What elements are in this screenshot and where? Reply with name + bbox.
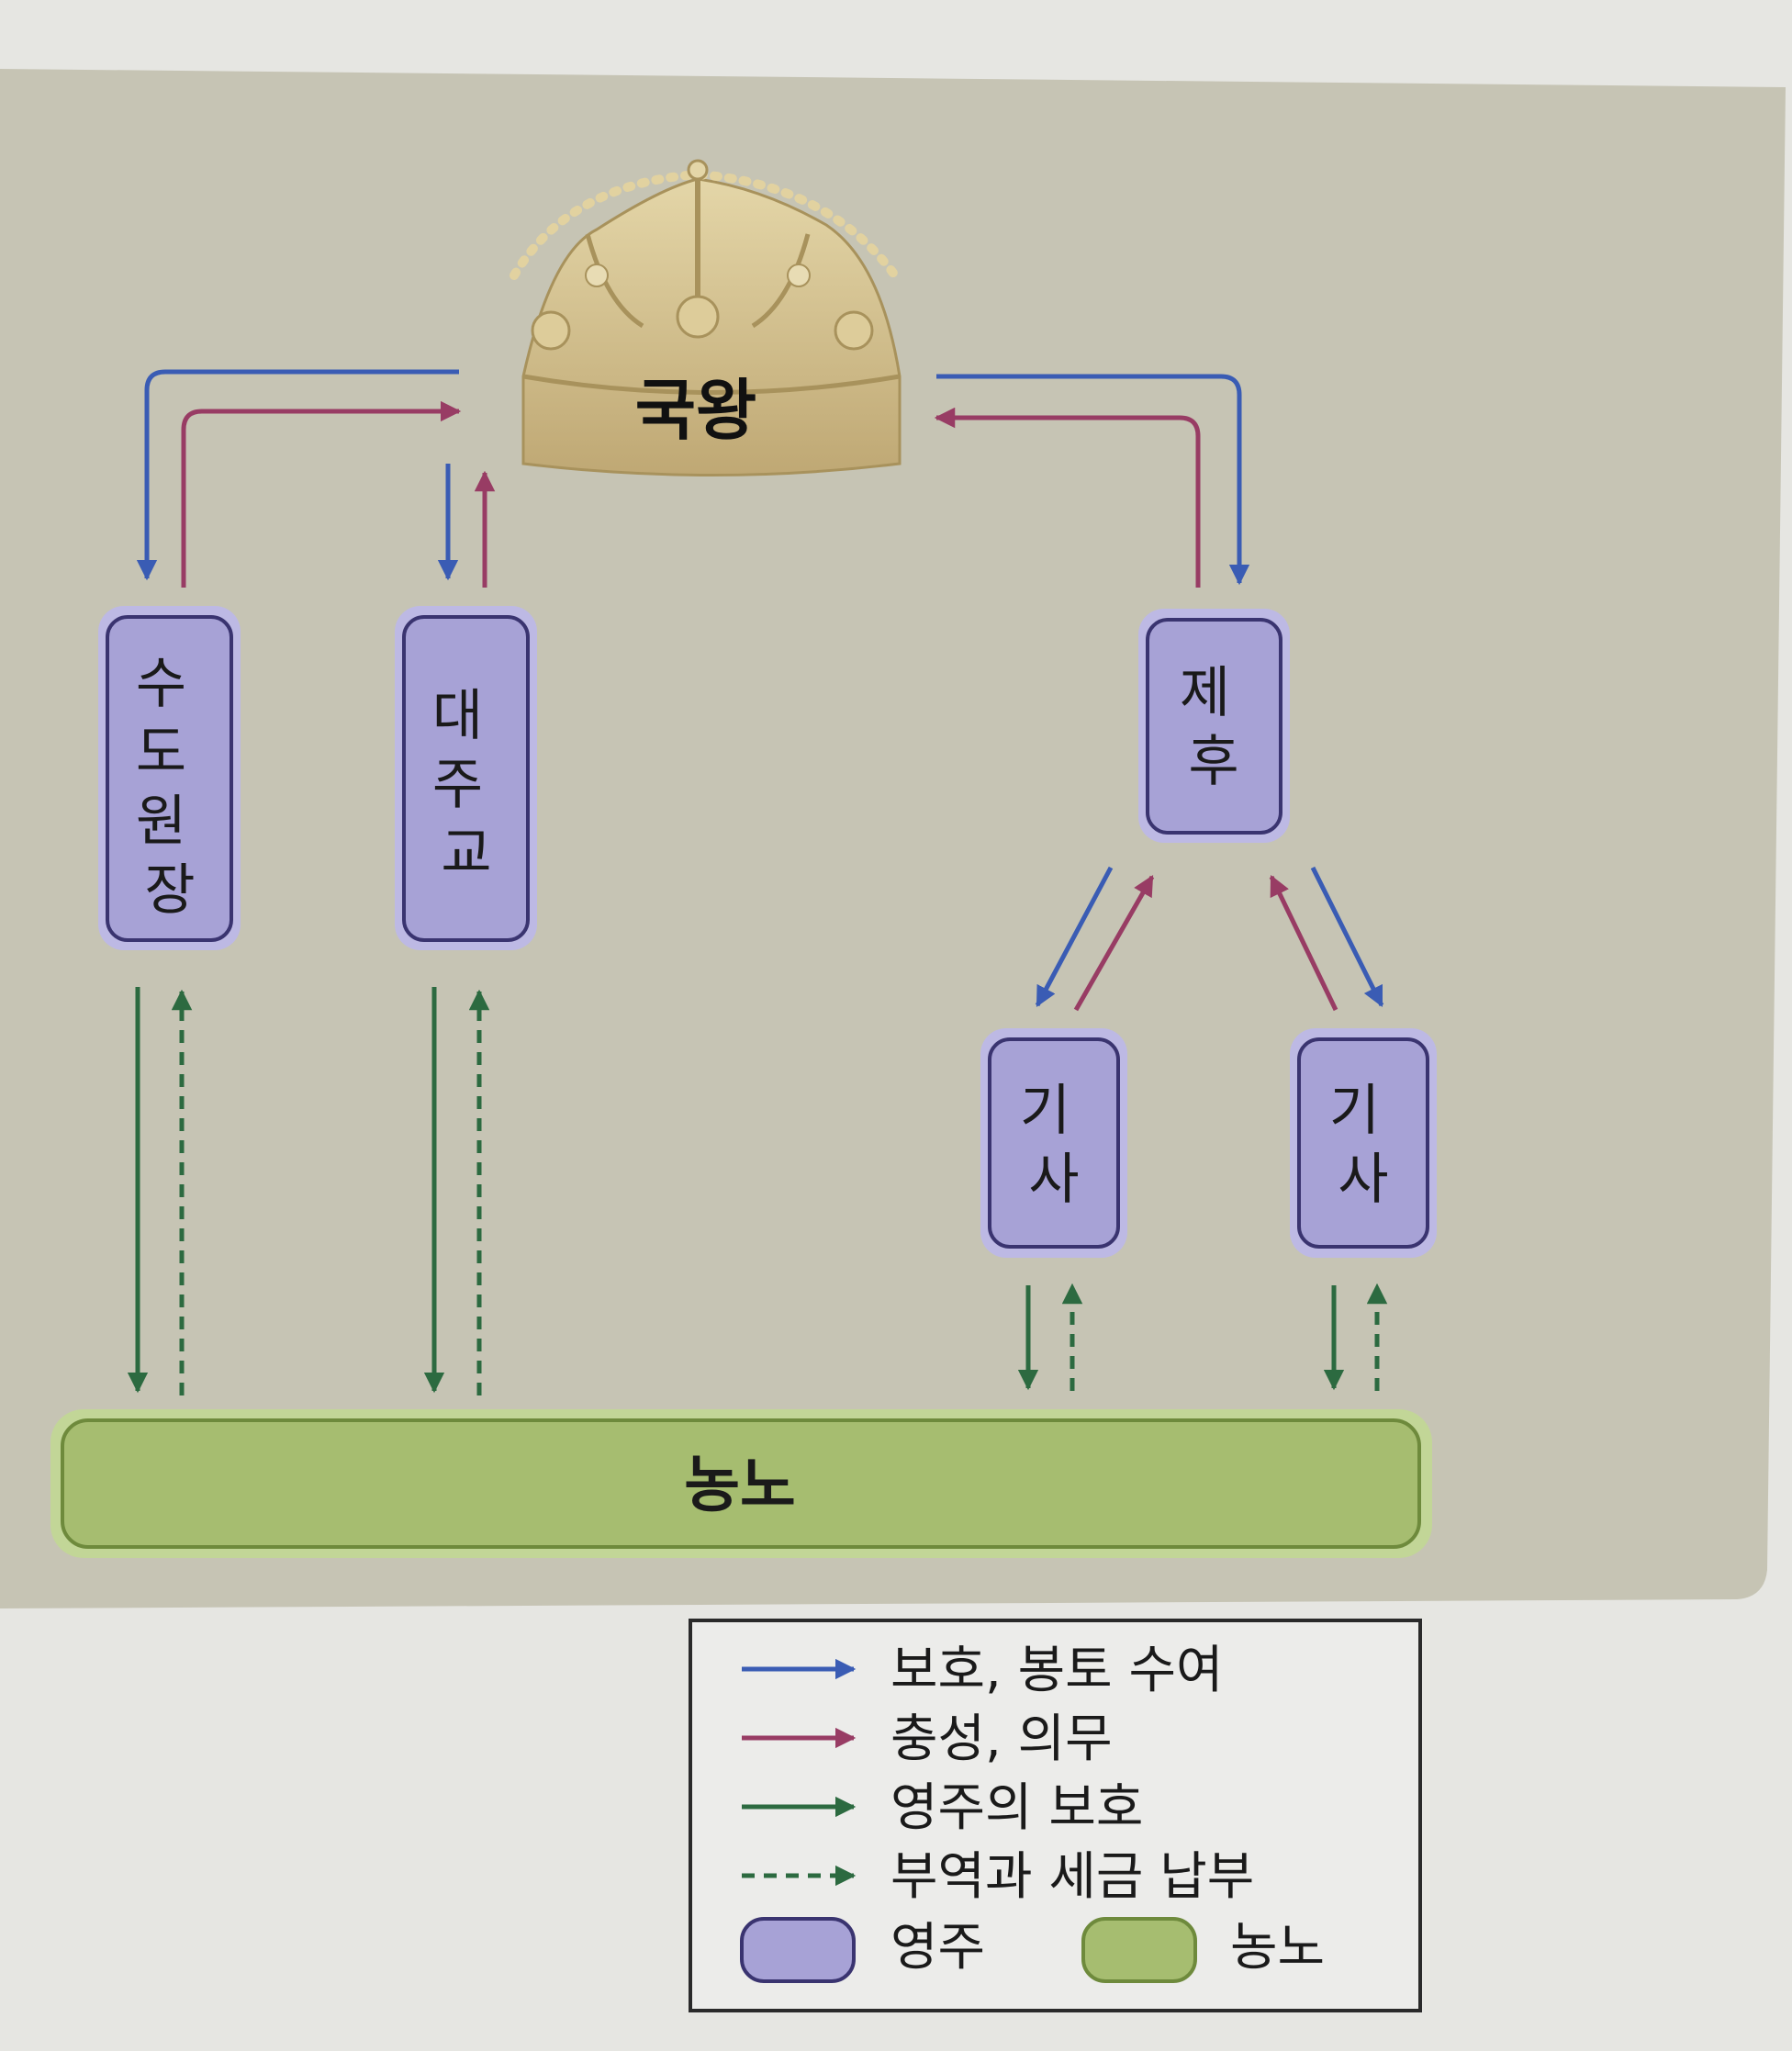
crown-icon xyxy=(510,159,902,476)
loyalty-duty-arrows xyxy=(181,400,1338,1012)
legend-lord: 영주 xyxy=(890,1918,985,1978)
knight-left-label: 기 사 xyxy=(1020,1079,1088,1212)
king-label: 국왕 xyxy=(635,372,756,449)
lord-box xyxy=(1138,609,1290,843)
knight-left-box xyxy=(980,1028,1127,1258)
legend-loyalty-duty: 충성, 의무 xyxy=(890,1709,1113,1769)
legend-protection-fief: 보호, 봉토 수여 xyxy=(890,1641,1224,1700)
legend-serf: 농노 xyxy=(1230,1918,1325,1978)
lord-to-knight-right-arrow xyxy=(1310,866,1384,1008)
bishop-label: 대 주 교 xyxy=(432,684,500,886)
abbot-label: 수 도 원 장 xyxy=(136,652,204,923)
lord-protection-arrows xyxy=(127,987,1345,1394)
labor-tax-arrows xyxy=(171,989,1388,1395)
abbot-to-king-arrow xyxy=(181,400,462,588)
legend: 보호, 봉토 수여 충성, 의무 영주의 보호 부역과 세금 납부 영주 농노 xyxy=(689,1619,1422,2012)
abbot-box xyxy=(98,606,241,950)
legend-lord-swatch xyxy=(740,1917,856,1983)
protection-fief-arrows xyxy=(136,369,1384,1008)
serfs-bar xyxy=(50,1409,1432,1558)
serfs-label: 농노 xyxy=(684,1450,795,1520)
knight-left-to-lord-arrow xyxy=(1073,875,1155,1012)
knight-right-box xyxy=(1290,1028,1437,1258)
knight-right-label: 기 사 xyxy=(1329,1079,1397,1212)
lord-to-king-arrow xyxy=(934,407,1201,588)
bishop-box xyxy=(395,606,537,950)
legend-labor-tax: 부역과 세금 납부 xyxy=(890,1847,1254,1907)
king-to-abbot-arrow xyxy=(136,369,459,581)
lord-to-knight-left-arrow xyxy=(1035,866,1114,1007)
legend-serf-swatch xyxy=(1081,1917,1197,1983)
legend-lord-protection: 영주의 보호 xyxy=(890,1778,1143,1838)
knight-right-to-lord-arrow xyxy=(1269,874,1338,1012)
king-to-lord-arrow xyxy=(936,374,1250,586)
lord-label: 제 후 xyxy=(1180,661,1248,794)
diagram-background xyxy=(0,69,1786,1608)
